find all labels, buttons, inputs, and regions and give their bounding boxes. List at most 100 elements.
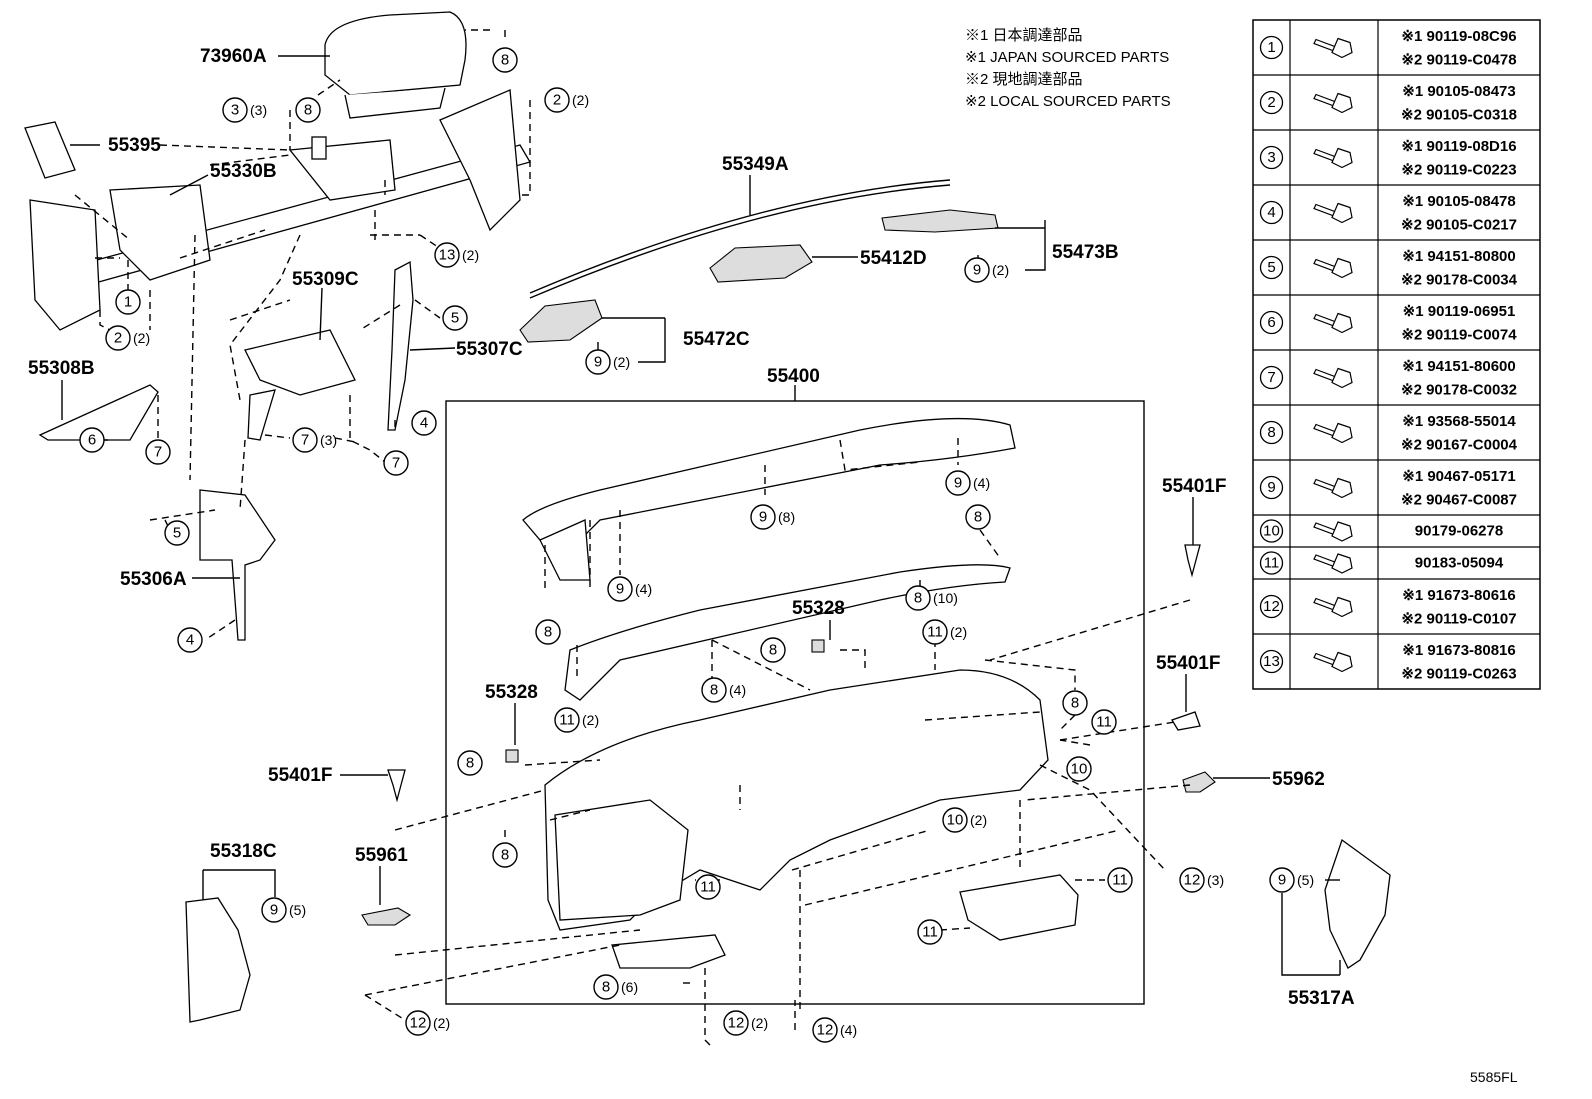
fastener-icon bbox=[1313, 477, 1353, 499]
label-55308B: 55308B bbox=[28, 358, 95, 379]
svg-text:11: 11 bbox=[927, 624, 943, 641]
fastener-number-circle bbox=[1259, 255, 1284, 280]
fastener-number-circle bbox=[1259, 519, 1284, 543]
fastener-part-number-japan: ※1 91673-80816 bbox=[1402, 642, 1516, 659]
instrument-panel-assembly bbox=[522, 417, 1079, 969]
fastener-row: 4※1 90105-08478※2 90105-C0217 bbox=[1253, 184, 1540, 234]
note-japan-jp: ※1 日本調達部品 bbox=[965, 27, 1083, 44]
fastener-icon bbox=[1313, 147, 1353, 169]
note-local-en: ※2 LOCAL SOURCED PARTS bbox=[965, 93, 1171, 110]
callout-11: 11 bbox=[1091, 709, 1117, 735]
label-55328-center: 55328 bbox=[792, 598, 845, 619]
fastener-row: 8※1 93568-55014※2 90167-C0004 bbox=[1253, 404, 1540, 454]
fastener-row: 2※1 90105-08473※2 90105-C0318 bbox=[1253, 74, 1540, 124]
callout-8: 8 bbox=[593, 974, 619, 1000]
callout-8: 8 bbox=[965, 504, 991, 530]
svg-text:2: 2 bbox=[553, 92, 561, 109]
fastener-part-number-japan: ※1 93568-55014 bbox=[1402, 413, 1516, 430]
svg-text:8: 8 bbox=[710, 682, 718, 699]
callout-4: 4 bbox=[177, 627, 203, 653]
qty: (4) bbox=[635, 581, 652, 597]
callout-9: 9 bbox=[607, 576, 633, 602]
qty: (4) bbox=[973, 475, 990, 491]
callout-11: 11 bbox=[1107, 867, 1133, 893]
qty: (3) bbox=[1207, 872, 1224, 888]
fastener-number: 2 bbox=[1267, 94, 1275, 111]
qty: (2) bbox=[582, 712, 599, 728]
svg-text:7: 7 bbox=[392, 455, 400, 472]
fastener-row: 13※1 91673-80816※2 90119-C0263 bbox=[1253, 633, 1540, 683]
callout-10: 10 bbox=[1066, 756, 1092, 782]
label-55309C: 55309C bbox=[292, 269, 359, 290]
callout-12: 12 bbox=[723, 1010, 749, 1036]
callout-5: 5 bbox=[164, 520, 190, 546]
fastener-number-circle bbox=[1259, 310, 1284, 335]
qty: (4) bbox=[840, 1022, 857, 1038]
callout-9: 9 bbox=[964, 257, 990, 283]
fastener-number: 9 bbox=[1267, 479, 1275, 496]
svg-text:4: 4 bbox=[420, 415, 428, 432]
fastener-row: 6 ※1 90119-06951 ※2 90119-C0074 bbox=[1253, 294, 1540, 344]
svg-text:8: 8 bbox=[602, 979, 610, 996]
diagram-reference: 5585FL bbox=[1470, 1069, 1518, 1085]
fastener-number-circle bbox=[1259, 649, 1284, 674]
note-local-jp: ※2 現地調達部品 bbox=[965, 71, 1083, 88]
svg-text:12: 12 bbox=[410, 1015, 427, 1032]
svg-text:9: 9 bbox=[616, 581, 624, 598]
label-55961: 55961 bbox=[355, 845, 408, 866]
fastener-number: 1 bbox=[1267, 39, 1275, 56]
callout-1: 1 bbox=[115, 289, 141, 315]
callout-12: 12 bbox=[812, 1017, 838, 1043]
svg-text:11: 11 bbox=[1096, 714, 1112, 731]
callout-2: 2 bbox=[105, 325, 131, 351]
fastener-part-number-local: ※2 90119-C0263 bbox=[1401, 666, 1516, 683]
label-55400: 55400 bbox=[767, 366, 820, 387]
callouts: 8 8 3 (3) 2 (2) 13 (2) 1 2 (2) 5 4 6 7 7… bbox=[79, 47, 1314, 1043]
qty: (2) bbox=[992, 262, 1009, 278]
fastener-number: 7 bbox=[1267, 369, 1275, 386]
svg-text:5: 5 bbox=[173, 525, 181, 542]
callout-7: 7 bbox=[292, 427, 318, 453]
callout-9: 9 bbox=[945, 470, 971, 496]
fastener-part-number-japan: ※1 90105-08473 bbox=[1402, 83, 1516, 100]
callout-4: 4 bbox=[411, 410, 437, 436]
fastener-icon bbox=[1313, 521, 1353, 542]
svg-text:12: 12 bbox=[817, 1022, 834, 1039]
callout-12: 12 bbox=[405, 1010, 431, 1036]
fastener-part-number-local: ※2 90119-C0074 bbox=[1401, 327, 1517, 344]
fastener-icon bbox=[1313, 367, 1353, 389]
svg-text:12: 12 bbox=[728, 1015, 745, 1032]
fastener-part-number-japan: ※1 94151-80800 bbox=[1402, 248, 1516, 265]
svg-text:6: 6 bbox=[88, 432, 96, 449]
qty: (4) bbox=[729, 682, 746, 698]
fastener-icon bbox=[1313, 312, 1353, 334]
svg-text:9: 9 bbox=[594, 354, 602, 371]
callout-8: 8 bbox=[760, 637, 786, 663]
fastener-icon bbox=[1313, 422, 1353, 444]
callout-12: 12 bbox=[1179, 867, 1205, 893]
callout-7: 7 bbox=[383, 450, 409, 476]
callout-9: 9 bbox=[261, 897, 287, 923]
svg-text:11: 11 bbox=[922, 924, 938, 941]
callout-11: 11 bbox=[554, 707, 580, 733]
svg-text:9: 9 bbox=[270, 902, 278, 919]
svg-text:8: 8 bbox=[544, 624, 552, 641]
fastener-number-circle bbox=[1259, 420, 1284, 445]
fastener-number-circle bbox=[1259, 551, 1284, 575]
label-55328-left: 55328 bbox=[485, 682, 538, 703]
svg-text:4: 4 bbox=[186, 632, 194, 649]
svg-text:8: 8 bbox=[914, 590, 922, 607]
callout-9: 9 bbox=[585, 349, 611, 375]
fastener-number: 6 bbox=[1267, 314, 1275, 331]
qty: (8) bbox=[778, 509, 795, 525]
svg-text:8: 8 bbox=[769, 642, 777, 659]
fastener-part-number-japan: ※1 90119-08C96 bbox=[1401, 28, 1516, 45]
note-japan-en: ※1 JAPAN SOURCED PARTS bbox=[965, 49, 1169, 66]
fastener-number: 8 bbox=[1267, 424, 1275, 441]
label-55473B: 55473B bbox=[1052, 242, 1119, 263]
svg-text:8: 8 bbox=[501, 847, 509, 864]
fastener-part-number-japan: ※1 90119-06951 bbox=[1403, 303, 1516, 320]
label-55349A: 55349A bbox=[722, 154, 789, 175]
